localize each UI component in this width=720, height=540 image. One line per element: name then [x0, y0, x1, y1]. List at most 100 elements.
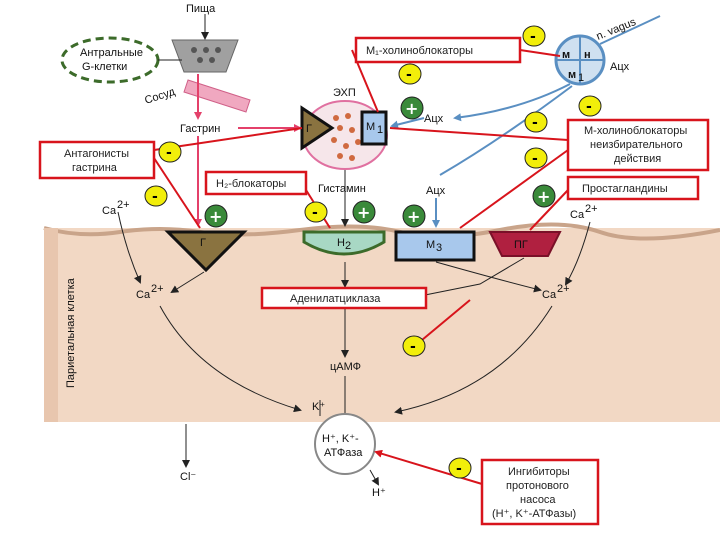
- minus-sign: -: [522, 25, 546, 47]
- cl-label: Cl⁻: [180, 471, 196, 483]
- ecl-m1-receptor: [360, 110, 388, 146]
- h-plus-label: H⁺: [372, 487, 386, 499]
- pg-receptor: [488, 231, 562, 257]
- g-to-ca-arrow: [170, 271, 205, 294]
- m3-receptor-sub: 3: [436, 242, 442, 254]
- cell-membrane: [43, 222, 720, 241]
- h2-blockers-box: [204, 170, 308, 196]
- svg-text:-: -: [532, 115, 538, 131]
- ca-left-to-pump: [159, 305, 302, 413]
- plus-sign: +: [204, 204, 228, 228]
- m-blockers-text-1: М-холиноблокаторы: [584, 125, 687, 137]
- ecl-gastrin-receptor: [300, 105, 335, 151]
- vessel-label: Сосуд: [143, 86, 177, 107]
- ca-left-label: Ca: [102, 205, 117, 217]
- svg-text:-: -: [152, 189, 158, 205]
- ach-top-label: Ацх: [610, 61, 630, 73]
- m1-blockers-text: М₁-холиноблокаторы: [366, 45, 473, 57]
- ecl-m1-label: М: [366, 121, 375, 133]
- svg-text:-: -: [410, 339, 416, 355]
- ca-left-sup: 2+: [117, 199, 130, 211]
- ca-inner-right-label: Ca: [542, 289, 557, 301]
- minus-sign: -: [524, 111, 548, 133]
- g-receptor: [164, 230, 248, 273]
- adenylate-cyclase-box: [260, 286, 428, 310]
- food-particles: [191, 47, 221, 63]
- ca-influx-left: [117, 211, 142, 284]
- h2-receptor-sub: 2: [345, 240, 351, 252]
- antral-label-1: Антральные: [80, 47, 143, 59]
- ganglion-m1-label: м: [568, 69, 576, 81]
- ach-to-m1: [390, 117, 425, 129]
- m-blockers-text-3: действия: [614, 153, 661, 165]
- minus-sign: -: [578, 95, 602, 117]
- ecl-g-label: Г: [306, 123, 312, 135]
- antral-g-cells-outline: [60, 36, 160, 84]
- svg-text:-: -: [406, 67, 412, 83]
- minus-sign: -: [524, 147, 548, 169]
- svg-text:-: -: [456, 461, 462, 477]
- h2-receptor: [302, 230, 386, 256]
- svg-text:+: +: [357, 203, 370, 222]
- m-blockers-box: [566, 118, 710, 172]
- svg-text:+: +: [209, 207, 222, 226]
- ppi-text-3: насоса: [520, 494, 556, 506]
- prostaglandin-line: [529, 189, 569, 231]
- proton-pump: [314, 413, 376, 475]
- minus-sign: -: [304, 201, 328, 223]
- gastrin-label: Гастрин: [180, 123, 220, 135]
- svg-text:-: -: [532, 151, 538, 167]
- cell-side-band: [44, 228, 58, 422]
- ppi-text-4: (H⁺, K⁺-АТФазы): [492, 508, 576, 520]
- ca-influx-right: [564, 221, 591, 286]
- antral-label-2: G-клетки: [82, 61, 127, 73]
- parietal-cell-label: Париетальная клетка: [65, 277, 77, 388]
- prostaglandins-box: [566, 175, 700, 201]
- svg-text:-: -: [312, 205, 318, 221]
- m3-to-ca-arrow: [435, 261, 542, 293]
- ecl-m1-sub: 1: [377, 124, 383, 136]
- minus-sign: -: [448, 457, 472, 479]
- ca-right-sup: 2+: [585, 203, 598, 215]
- ganglion-m-label: м: [562, 49, 570, 61]
- m-blocker-to-m1: [389, 127, 569, 141]
- h2-blockers-text: Н₂-блокаторы: [216, 178, 286, 190]
- g-receptor-label: Г: [200, 237, 206, 249]
- k-plus-label: K⁺: [312, 401, 325, 413]
- ganglion-n-label: н: [584, 49, 591, 61]
- svg-text:+: +: [405, 99, 418, 118]
- ach-m3-label: Ацх: [426, 185, 446, 197]
- parietal-cell-body: [44, 228, 720, 422]
- svg-text:+: +: [407, 207, 420, 226]
- minus-sign: -: [158, 141, 182, 163]
- ca-right-to-pump: [394, 305, 553, 415]
- vessel-shape: [183, 79, 251, 113]
- nerve-to-ecl: [453, 83, 571, 122]
- svg-text:-: -: [166, 145, 172, 161]
- pg-receptor-label: ПГ: [514, 239, 528, 251]
- gastrin-antagonists-box: [38, 140, 156, 180]
- plus-sign: +: [400, 96, 424, 120]
- ca-inner-left-label: Ca: [136, 289, 151, 301]
- plus-sign: +: [352, 200, 376, 224]
- m-blocker-to-m3: [459, 149, 569, 229]
- m-blockers-text-2: неизбирательного: [590, 139, 683, 151]
- h2-receptor-label: Н: [337, 237, 345, 249]
- ca-right-label: Ca: [570, 209, 585, 221]
- minus-sign: -: [398, 63, 422, 85]
- vagus-nerve: [599, 15, 661, 45]
- gastrin-antagonist-to-g: [153, 157, 201, 229]
- minus-sign: -: [402, 335, 426, 357]
- vagus-label: n. vagus: [595, 16, 639, 43]
- svg-text:+: +: [537, 187, 550, 206]
- m1-blockers-box: [354, 36, 522, 64]
- prostaglandins-text: Простагландины: [582, 183, 668, 195]
- m1-blocker-to-ganglion: [519, 49, 561, 57]
- ecl-label: ЭХП: [333, 87, 356, 99]
- svg-text:-: -: [586, 99, 592, 115]
- pump-label-2: АТФаза: [324, 447, 363, 459]
- minus-sign: -: [144, 185, 168, 207]
- gastrin-antagonists-text-2: гастрина: [72, 162, 118, 174]
